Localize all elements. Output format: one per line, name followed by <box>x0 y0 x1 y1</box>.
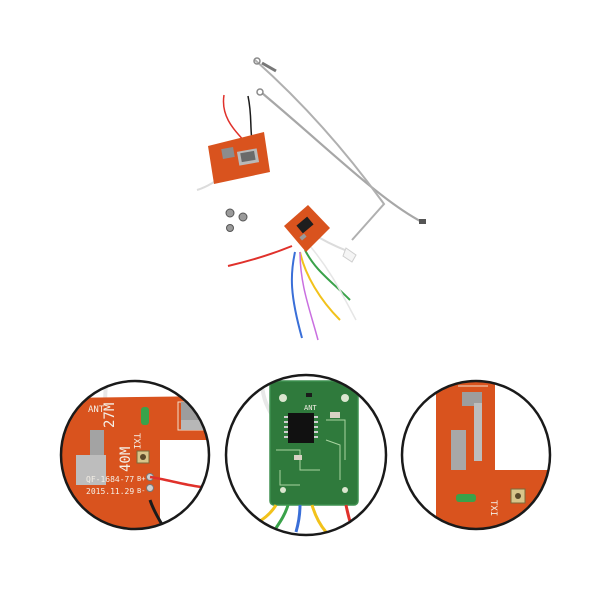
b-plus-label: B+ <box>137 475 145 483</box>
b-minus-label: B- <box>137 487 145 495</box>
receiver-ant-label: ANT <box>304 404 317 412</box>
closeup-transmitter: ANT TXI 27M 40M QF-1684-77 2015.11.29 B+… <box>59 379 211 531</box>
transmitter-board <box>196 94 270 191</box>
freq-label-1: 27M <box>102 403 118 428</box>
antenna-wire-long <box>256 88 426 224</box>
receiver-board <box>227 205 357 341</box>
antenna-wire-short <box>253 57 386 241</box>
closeup-receiver: ANT <box>224 373 388 537</box>
freq-label-2: 40M <box>118 447 134 472</box>
model-label: QF-1684-77 <box>86 475 134 484</box>
date-label: 2015.11.29 <box>86 487 134 496</box>
ant-label: ANT <box>88 405 105 415</box>
txi-label: TXI <box>131 433 141 449</box>
closeup-antenna-pad: TXI <box>400 379 552 531</box>
right-txi-label: TXI <box>488 500 498 516</box>
screws <box>225 208 248 232</box>
